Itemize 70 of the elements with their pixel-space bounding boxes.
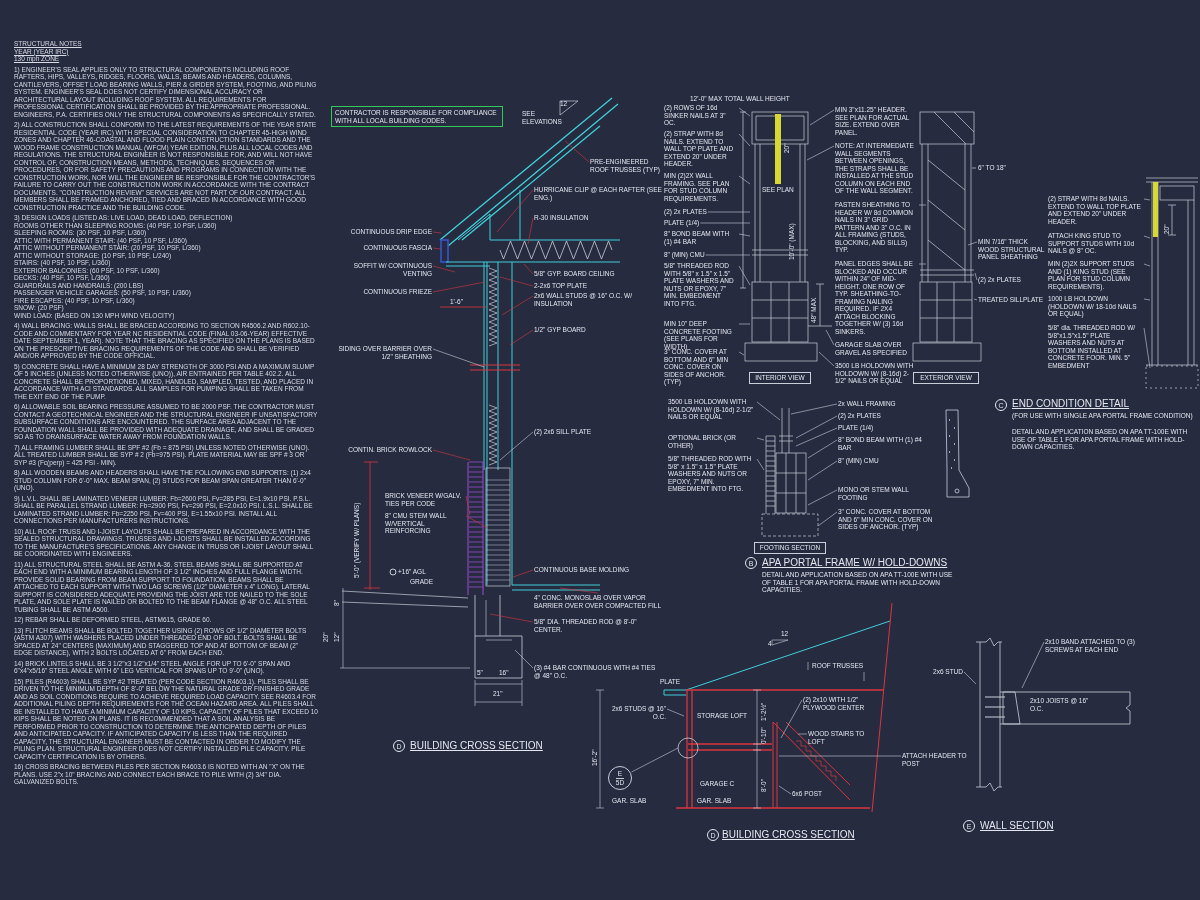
leader-line: [509, 329, 534, 346]
leader-line: [795, 415, 838, 439]
leader-line: [432, 247, 442, 250]
leader-line: [523, 263, 534, 275]
leader-line: [825, 329, 835, 346]
leader-line: [1143, 263, 1151, 267]
leader-line: [432, 231, 442, 234]
leader-line: [818, 351, 835, 367]
leader-line: [489, 613, 534, 623]
leader-line: [790, 403, 838, 415]
leader-line: [501, 295, 534, 316]
leader-line: [738, 133, 751, 147]
leader-line: [780, 699, 803, 739]
leader-line: [795, 427, 838, 447]
leader-line: [806, 145, 835, 161]
leader-line: [1143, 327, 1151, 369]
leader-line: [496, 189, 534, 233]
leader-line: [918, 204, 927, 206]
leader-line: [973, 298, 978, 301]
leader-line: [514, 649, 534, 669]
leader-line: [432, 281, 486, 293]
leader-line: [797, 733, 808, 735]
leader-line: [756, 401, 781, 421]
leader-line: [707, 211, 751, 213]
leader-line: [666, 708, 685, 717]
leader-line: [974, 272, 978, 281]
leader-line: [807, 439, 838, 459]
leader-line: [738, 107, 751, 117]
leader-line: [499, 431, 534, 461]
leader-line: [967, 241, 978, 246]
leader-line: [465, 515, 489, 529]
leader-line: [432, 348, 485, 368]
leader-line: [738, 175, 751, 185]
leader-line: [809, 109, 835, 126]
leader-line: [918, 263, 927, 265]
leader-line: [817, 511, 838, 527]
end-condition-drawing: [1145, 177, 1199, 389]
leader-line: [499, 276, 534, 287]
leader-line: [756, 458, 765, 471]
leader-line: [807, 460, 838, 481]
leader-line: [465, 495, 471, 516]
leader-line: [1021, 641, 1045, 689]
leader-line: [564, 140, 590, 163]
footing-section-drawing: [761, 407, 819, 537]
leader-line: [432, 449, 471, 461]
section-title: END CONDITION DETAIL: [1012, 398, 1130, 410]
leader-line: [700, 222, 751, 224]
leader-line: [778, 755, 902, 757]
leader-line: [963, 671, 977, 685]
leader-line: [631, 747, 679, 773]
leader-line: [705, 254, 751, 256]
section-title: APA PORTAL FRAME W/ HOLD-DOWNS: [762, 557, 948, 569]
leader-line: [527, 217, 534, 245]
leader-line: [738, 323, 751, 325]
leader-line: [432, 265, 456, 273]
leader-line: [807, 489, 838, 506]
leader-line: [1143, 298, 1151, 301]
leader-line: [1143, 198, 1151, 201]
leader-line: [559, 587, 599, 594]
section-title: BUILDING CROSS SECTION: [722, 829, 855, 841]
leader-line: [778, 785, 792, 795]
leader-line: [738, 233, 751, 237]
leader-line: [738, 351, 745, 356]
leader-line: [756, 437, 765, 441]
section-title: BUILDING CROSS SECTION: [410, 740, 543, 752]
section-title: WALL SECTION: [980, 820, 1054, 832]
leader-line: [738, 265, 751, 286]
interior-view-drawing: [739, 111, 833, 362]
leader-line: [512, 569, 534, 578]
leader-line: [1143, 235, 1151, 239]
